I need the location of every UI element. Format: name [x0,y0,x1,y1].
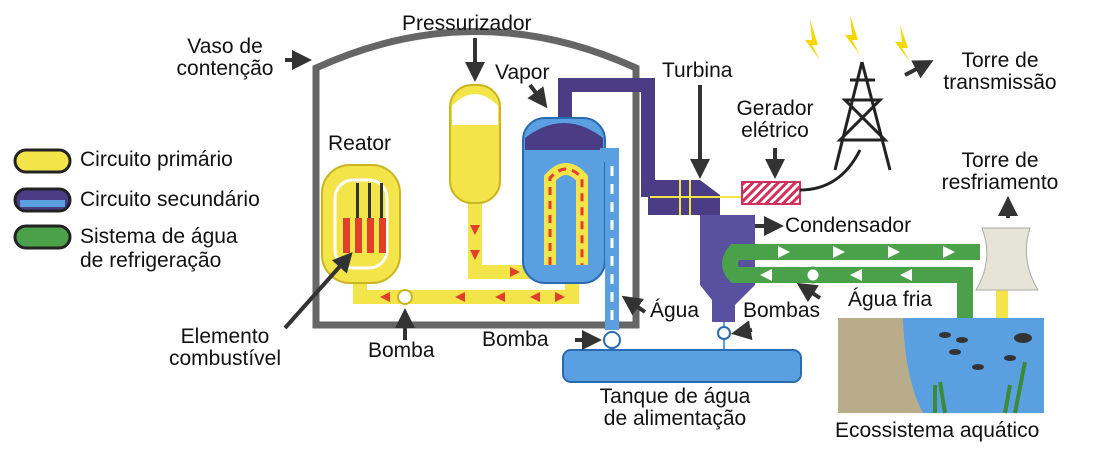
label-elemento-1: Elemento [180,325,270,348]
label-torre-t-1: Torre de [961,49,1039,72]
legend-swatches [13,148,72,250]
label-torre-t-2: transmissão [943,71,1057,94]
label-agua-fria: Água fria [848,288,933,311]
legend-secondary: Circuito secundário [80,188,260,211]
label-torre-r-2: resfriamento [941,171,1059,194]
label-gerador-2: elétrico [741,119,809,142]
label-bombas: Bombas [743,299,821,322]
cooling-tower [975,227,1039,291]
transmission-tower [833,61,892,171]
feedwater-tank [562,349,802,383]
label-bomba-primaria: Bomba [368,339,435,362]
cooling-circuit [722,227,1039,318]
pointer-arrows [283,38,1018,350]
label-reator: Reator [328,132,392,155]
aquatic-ecosystem [838,318,1044,414]
label-pressurizador: Pressurizador [402,12,532,35]
label-torre-r-1: Torre de [961,149,1039,172]
label-turbina: Turbina [662,59,733,82]
label-ecossistema: Ecossistema aquático [835,419,1040,442]
primary-pump [397,289,413,305]
generator [741,181,801,205]
label-tanque-2: de alimentação [603,407,747,430]
label-vaso-2: contenção [176,57,274,80]
legend-primary: Circuito primário [80,148,233,171]
containment-vessel [312,28,640,329]
primary-circuit [321,84,579,305]
label-elemento-2: combustível [168,347,282,370]
label-condensador: Condensador [785,214,912,237]
label-vaso-1: Vaso de [187,35,263,58]
legend-cooling-2: de refrigeração [80,249,222,272]
label-bomba-alimentacao: Bomba [482,328,549,351]
label-tanque-1: Tanque de água [599,385,751,408]
legend-cooling: Sistema de água [80,225,238,248]
label-vapor: Vapor [495,61,550,84]
label-agua: Água [650,299,700,322]
secondary-circuit [522,78,802,383]
fuel-elements [343,183,386,253]
lightning-icon [805,15,910,62]
label-gerador-1: Gerador [736,97,814,120]
